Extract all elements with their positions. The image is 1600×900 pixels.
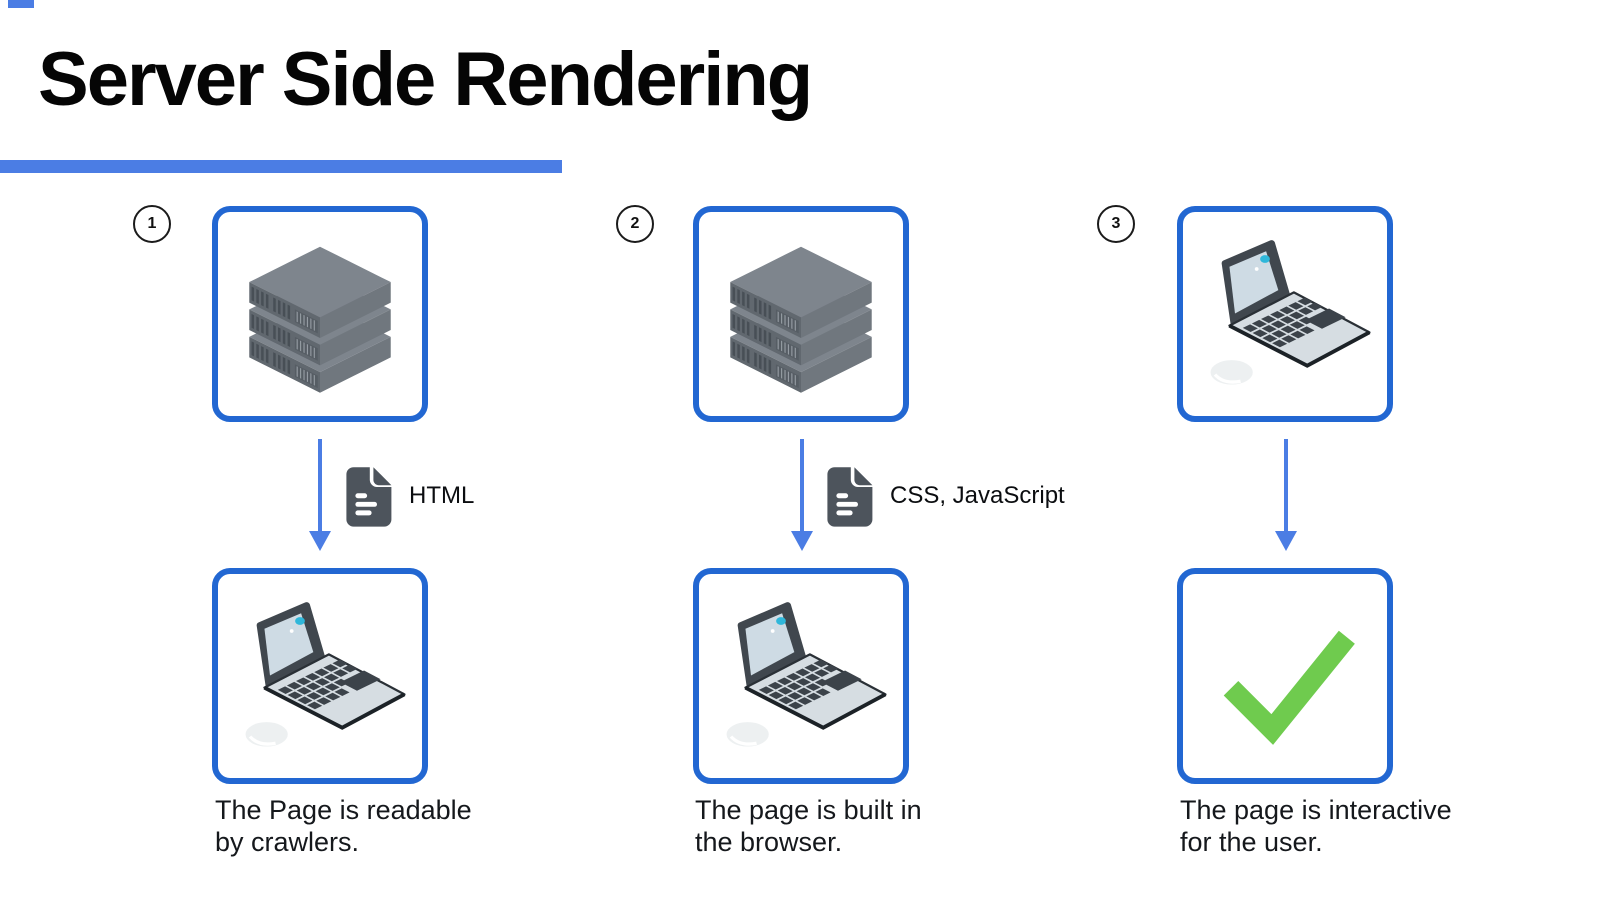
caption-line: The Page is readable <box>215 795 472 825</box>
server-icon <box>234 233 406 395</box>
step3-source-box <box>1177 206 1393 422</box>
laptop-icon <box>710 601 892 751</box>
arrow-down-icon <box>307 438 333 552</box>
step1-source-box <box>212 206 428 422</box>
caption-line: The page is interactive <box>1180 795 1452 825</box>
arrow-down-icon <box>789 438 815 552</box>
server-icon <box>715 233 887 395</box>
caption-line: The page is built in <box>695 795 922 825</box>
step1-result-box <box>212 568 428 784</box>
step-number: 1 <box>147 215 157 232</box>
caption-line: for the user. <box>1180 827 1323 858</box>
step1-artifact: HTML <box>341 462 474 530</box>
decorative-blue-mark <box>8 0 34 8</box>
step3-result-box <box>1177 568 1393 784</box>
caption-line: the browser. <box>695 827 843 858</box>
step2-caption: The page is built in the browser. <box>695 794 1055 859</box>
step-number: 3 <box>1111 215 1121 232</box>
step2-artifact: CSS, JavaScript <box>822 462 1065 530</box>
step-number-badge: 1 <box>133 205 171 243</box>
arrow-down-icon <box>1273 438 1299 552</box>
laptop-icon <box>229 601 411 751</box>
step-number-badge: 2 <box>616 205 654 243</box>
step1-caption: The Page is readable by crawlers. <box>215 794 575 859</box>
step-number-badge: 3 <box>1097 205 1135 243</box>
file-icon <box>827 467 873 527</box>
step2-source-box <box>693 206 909 422</box>
laptop-icon <box>1194 239 1376 389</box>
title-underline <box>0 160 562 173</box>
step-number: 2 <box>630 215 640 232</box>
artifact-label: CSS, JavaScript <box>890 482 1065 509</box>
check-icon <box>1197 595 1373 757</box>
file-icon <box>346 467 392 527</box>
artifact-label: HTML <box>409 482 475 509</box>
page-title: Server Side Rendering <box>38 37 813 122</box>
caption-line: by crawlers. <box>215 827 360 858</box>
step2-result-box <box>693 568 909 784</box>
step3-caption: The page is interactive for the user. <box>1180 794 1540 859</box>
